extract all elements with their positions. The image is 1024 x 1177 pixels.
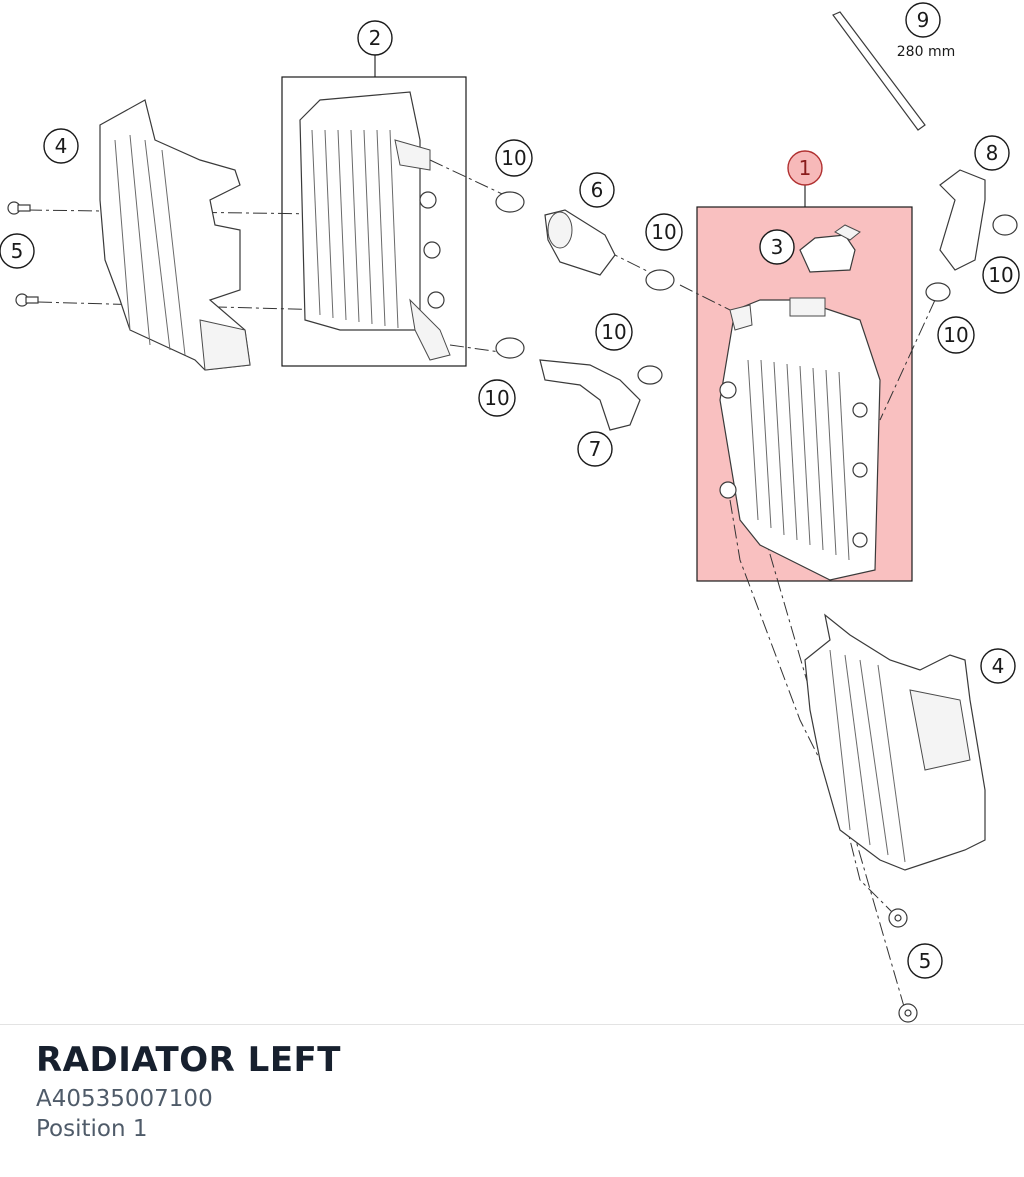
part-number: A40535007100 xyxy=(36,1086,213,1112)
exploded-parts-diagram: 1 2 3 4 4 5 5 6 7 8 9 10 10 10 10 10 10 xyxy=(0,2,1020,1023)
svg-text:10: 10 xyxy=(484,386,509,410)
svg-text:10: 10 xyxy=(943,323,968,347)
svg-text:3: 3 xyxy=(771,235,784,259)
callout-5-right[interactable]: 5 xyxy=(907,943,943,979)
shroud-right-part xyxy=(804,613,986,871)
divider xyxy=(0,1024,1024,1025)
overflow-hose-part xyxy=(832,11,926,131)
screw-part xyxy=(7,201,39,307)
callout-6[interactable]: 6 xyxy=(579,172,615,208)
nut-part xyxy=(888,908,918,1023)
callout-9[interactable]: 9 xyxy=(905,2,941,38)
upper-hose-part xyxy=(939,169,986,271)
radiator-hose-part xyxy=(539,359,641,431)
callout-4-right[interactable]: 4 xyxy=(980,648,1016,684)
svg-text:4: 4 xyxy=(992,654,1005,678)
radiator-cap-part xyxy=(799,224,861,273)
svg-text:1: 1 xyxy=(799,156,812,180)
svg-text:10: 10 xyxy=(651,220,676,244)
callout-5-left[interactable]: 5 xyxy=(0,233,35,269)
hose-connector-part xyxy=(544,209,616,276)
callout-10-c[interactable]: 10 xyxy=(595,313,633,351)
svg-text:7: 7 xyxy=(589,437,602,461)
hose-clamp-part xyxy=(495,191,1018,385)
svg-text:5: 5 xyxy=(919,949,932,973)
callout-3[interactable]: 3 xyxy=(759,229,795,265)
callout-4-left[interactable]: 4 xyxy=(43,128,79,164)
svg-text:5: 5 xyxy=(11,239,24,263)
svg-text:10: 10 xyxy=(601,320,626,344)
callout-1[interactable]: 1 xyxy=(787,150,823,186)
svg-text:8: 8 xyxy=(986,141,999,165)
part-position: Position 1 xyxy=(36,1116,148,1142)
part-title: RADIATOR LEFT xyxy=(36,1040,341,1080)
hose-length-label: 280 mm xyxy=(897,44,955,60)
svg-text:10: 10 xyxy=(501,146,526,170)
callout-10-b[interactable]: 10 xyxy=(645,213,683,251)
callout-10-a[interactable]: 10 xyxy=(495,139,533,177)
svg-text:10: 10 xyxy=(988,263,1013,287)
svg-text:2: 2 xyxy=(369,26,382,50)
svg-text:9: 9 xyxy=(917,8,930,32)
callout-10-e[interactable]: 10 xyxy=(982,256,1020,294)
shroud-left-part xyxy=(99,99,251,371)
svg-text:6: 6 xyxy=(591,178,604,202)
radiator-left-part xyxy=(719,297,881,581)
callout-7[interactable]: 7 xyxy=(577,431,613,467)
svg-text:4: 4 xyxy=(55,134,68,158)
radiator-right-part xyxy=(299,91,451,361)
radiator-right-frame xyxy=(281,76,467,367)
part-info-panel: RADIATOR LEFT A40535007100 Position 1 xyxy=(36,1040,341,1142)
callout-10-d[interactable]: 10 xyxy=(478,379,516,417)
callout-10-f[interactable]: 10 xyxy=(937,316,975,354)
callout-2[interactable]: 2 xyxy=(357,20,393,56)
callout-8[interactable]: 8 xyxy=(974,135,1010,171)
